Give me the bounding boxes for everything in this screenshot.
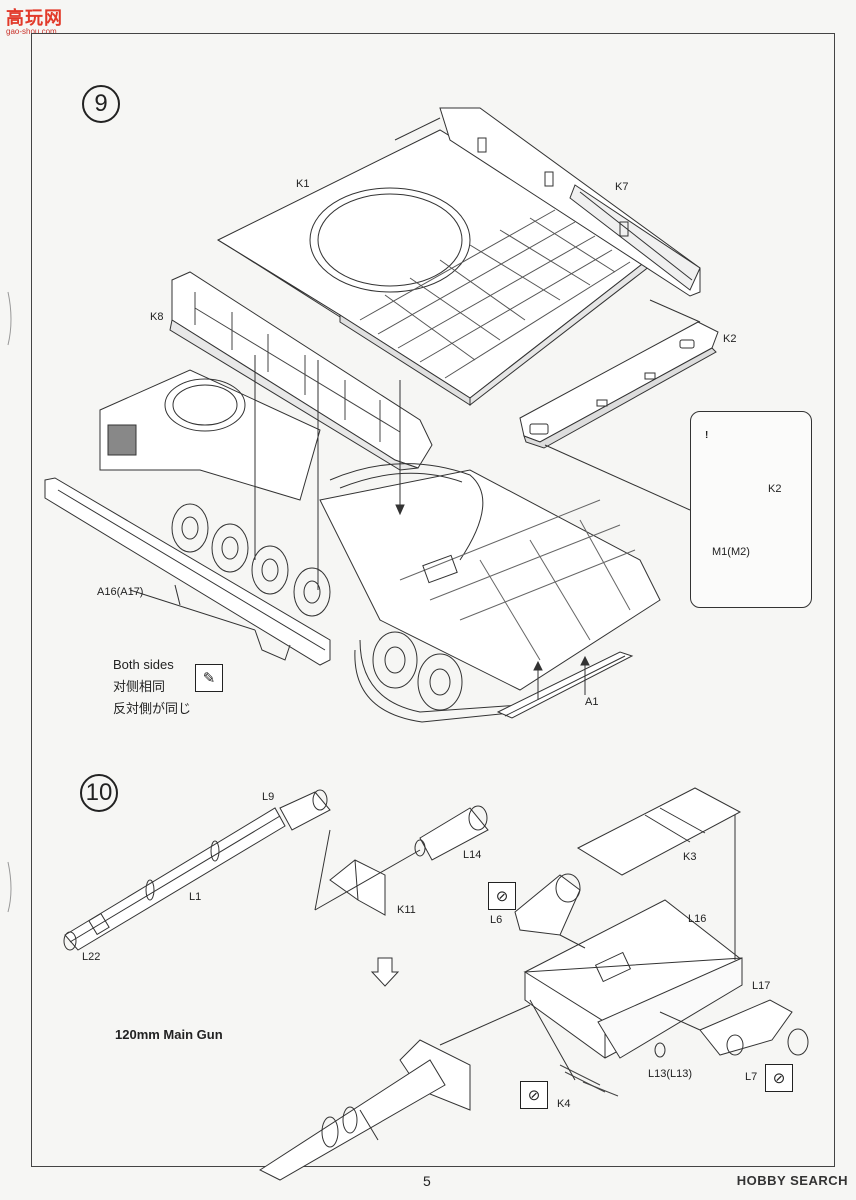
no-glue-icon: ⊘: [520, 1081, 548, 1109]
part-l17: [597, 957, 743, 1059]
hobby-search-logo: HOBBY SEARCH: [736, 1173, 848, 1188]
part-l6: [514, 873, 581, 936]
label-l22: L22: [82, 951, 101, 963]
label-l9: L9: [262, 791, 275, 803]
part-a16: [44, 477, 331, 666]
part-l7: [699, 999, 809, 1056]
watermark-brand: 高玩网: [6, 8, 63, 28]
part-k7: [439, 107, 701, 297]
part-a1: [496, 651, 634, 719]
page-frame: [31, 33, 835, 1167]
label-l14: L14: [463, 849, 482, 861]
both-sides-note-en: Both sides: [113, 657, 174, 672]
label-k3: K3: [683, 851, 697, 863]
lower-hull: [99, 369, 661, 723]
label-a16: A16(A17): [97, 586, 144, 598]
part-k11: [329, 859, 386, 916]
both-sides-note-zh: 对侧相同: [113, 679, 166, 694]
step-10-number: 10: [80, 774, 118, 812]
label-k2: K2: [723, 333, 737, 345]
part-l9: [279, 789, 331, 831]
part-l1: [63, 807, 286, 951]
part-k4: [559, 1064, 619, 1097]
label-l6: L6: [490, 914, 503, 926]
warning-icon: !: [705, 430, 709, 441]
both-sides-note-ja: 反対側が同じ: [113, 701, 192, 716]
warning-label-m1: M1(M2): [712, 546, 750, 558]
main-gun-caption: 120mm Main Gun: [115, 1027, 223, 1042]
part-l14: [414, 805, 489, 861]
label-k11: K11: [397, 904, 416, 916]
no-glue-icon: ⊘: [765, 1064, 793, 1092]
label-k8: K8: [150, 311, 164, 323]
step-9-number: 9: [82, 85, 120, 123]
label-k4: K4: [557, 1098, 571, 1110]
part-k8: [169, 271, 433, 471]
label-l1: L1: [189, 891, 202, 903]
part-k2: [519, 321, 719, 449]
warning-box: [690, 411, 812, 608]
label-k7: K7: [615, 181, 629, 193]
label-l13: L13(L13): [648, 1068, 693, 1080]
label-l17: L17: [752, 980, 771, 992]
label-l16: L16: [688, 913, 707, 925]
assembled-gun: [258, 1039, 471, 1181]
label-a1: A1: [585, 696, 599, 708]
label-l7: L7: [745, 1071, 758, 1083]
warning-label-k2: K2: [768, 483, 782, 495]
label-k1: K1: [296, 178, 310, 190]
glue-icon: ✎: [195, 664, 223, 692]
page-number: 5: [423, 1173, 431, 1189]
watermark-url: gao-shou.com: [6, 27, 57, 36]
no-glue-icon: ⊘: [488, 882, 516, 910]
part-k3: [576, 787, 742, 876]
